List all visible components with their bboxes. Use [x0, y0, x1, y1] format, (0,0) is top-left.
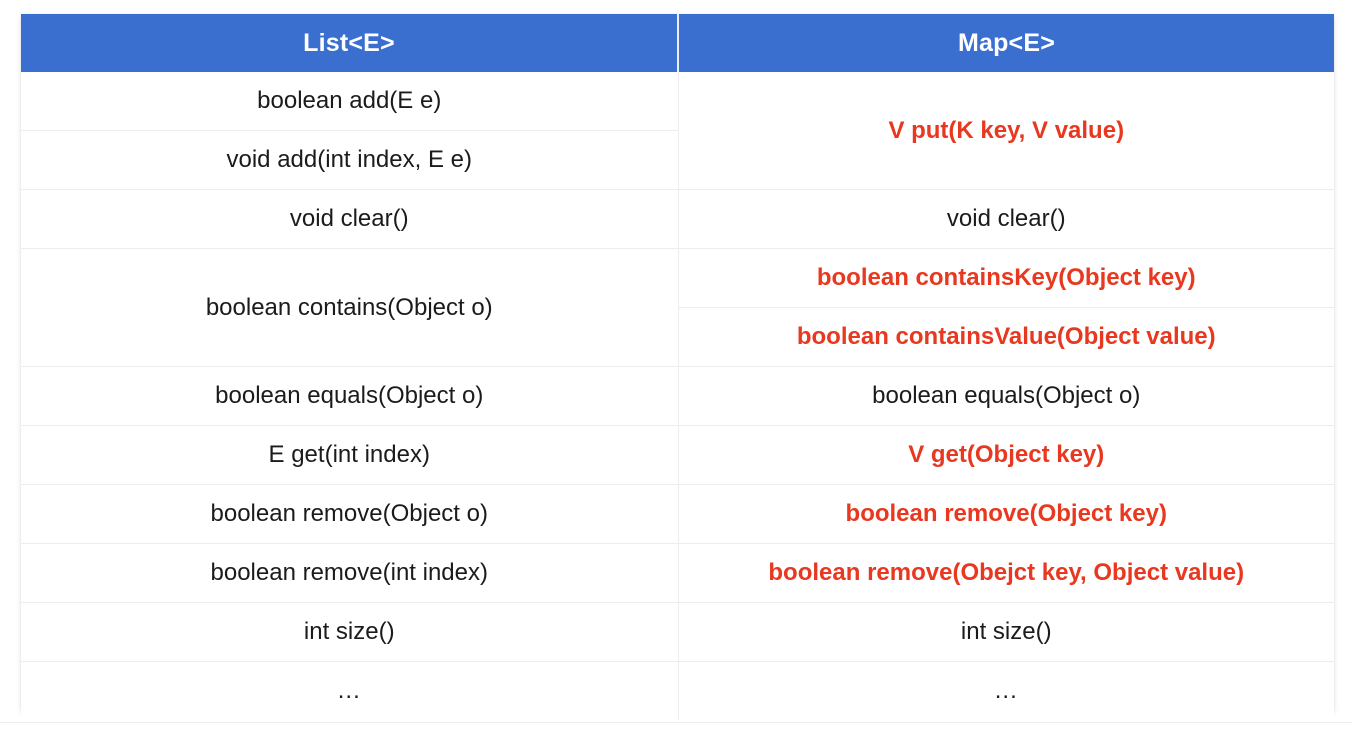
method-cell-left: boolean add(E e) — [21, 72, 679, 131]
method-cell-right: int size() — [678, 602, 1334, 662]
method-cell-right: V put(K key, V value) — [678, 72, 1334, 190]
method-cell-right: boolean containsKey(Object key) — [678, 248, 1334, 308]
table-row: boolean contains(Object o)boolean contai… — [21, 248, 1334, 367]
table-header: List<E> Map<E> — [21, 14, 1334, 72]
method-cell-left: void add(int index, E e) — [21, 130, 679, 190]
column-header-list: List<E> — [21, 14, 679, 72]
page-bottom-rule — [0, 722, 1352, 723]
table-header-row: List<E> Map<E> — [21, 14, 1334, 72]
method-cell-right: void clear() — [678, 189, 1334, 249]
table-body: boolean add(E e)V put(K key, V value)voi… — [21, 72, 1334, 720]
method-cell-left: E get(int index) — [21, 425, 679, 485]
table-row: void add(int index, E e) — [21, 130, 1334, 190]
method-cell-right: boolean containsValue(Object value) — [678, 307, 1334, 367]
table-row: int size()int size() — [21, 602, 1334, 662]
method-cell-left: void clear() — [21, 189, 679, 249]
method-cell-right: boolean remove(Object key) — [678, 484, 1334, 544]
method-cell-left: int size() — [21, 602, 679, 662]
method-cell-left: boolean remove(int index) — [21, 543, 679, 603]
method-cell-right: ... — [678, 661, 1334, 720]
table-row: ...... — [21, 661, 1334, 720]
column-header-map: Map<E> — [678, 14, 1334, 72]
method-cell-left: boolean contains(Object o) — [21, 248, 679, 367]
table-row: E get(int index)V get(Object key) — [21, 425, 1334, 485]
method-cell-right: V get(Object key) — [678, 425, 1334, 485]
list-vs-map-comparison-table: List<E> Map<E> boolean add(E e)V put(K k… — [21, 14, 1334, 720]
table-row: void clear()void clear() — [21, 189, 1334, 249]
method-cell-right: boolean equals(Object o) — [678, 366, 1334, 426]
table-row: boolean remove(int index)boolean remove(… — [21, 543, 1334, 603]
method-cell-left: ... — [21, 661, 679, 720]
table-row: boolean equals(Object o)boolean equals(O… — [21, 366, 1334, 426]
table-row: boolean containsValue(Object value) — [21, 307, 1334, 367]
method-cell-left: boolean equals(Object o) — [21, 366, 679, 426]
method-cell-left: boolean remove(Object o) — [21, 484, 679, 544]
comparison-table-container: List<E> Map<E> boolean add(E e)V put(K k… — [21, 14, 1334, 720]
method-cell-right: boolean remove(Obejct key, Object value) — [678, 543, 1334, 603]
table-row: boolean remove(Object o)boolean remove(O… — [21, 484, 1334, 544]
table-row: boolean add(E e)V put(K key, V value) — [21, 72, 1334, 190]
